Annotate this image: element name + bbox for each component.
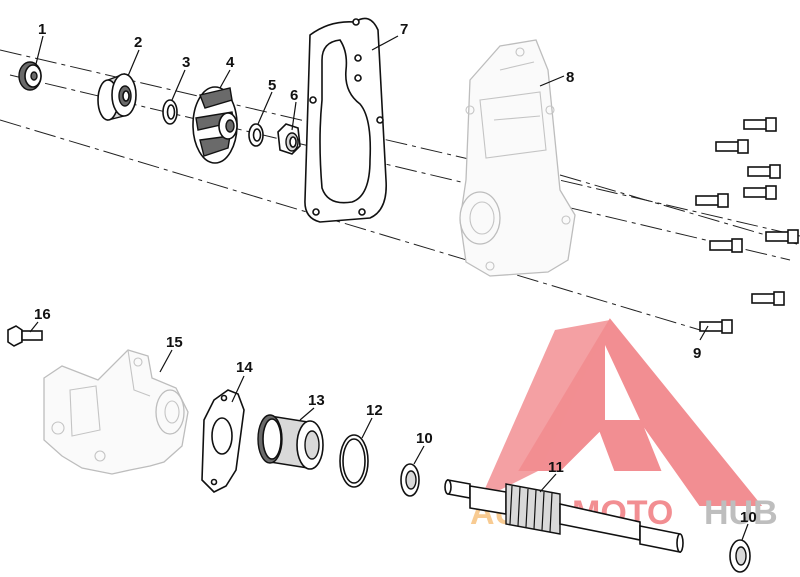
part-4-impeller [192, 86, 238, 164]
part-16-bolt [7, 325, 43, 347]
callout-14: 14 [236, 359, 253, 376]
callout-labels: 1 2 3 4 5 6 7 8 9 10 10 11 12 13 14 15 1… [34, 21, 757, 526]
callout-5: 5 [268, 77, 276, 94]
part-9-bolts [695, 117, 799, 334]
part-14-gasket [201, 389, 245, 493]
bolt [715, 139, 749, 154]
part-2-bearing [97, 72, 137, 121]
bolt [743, 185, 777, 200]
callout-12: 12 [366, 402, 383, 419]
part-12-o-ring [339, 434, 369, 488]
part-15-pump-body [43, 349, 189, 475]
callout-6: 6 [290, 87, 298, 104]
part-11-shaft [444, 479, 684, 553]
callout-10-a: 10 [416, 430, 433, 447]
part-3-washer [162, 99, 178, 125]
bolt [751, 291, 785, 306]
part-7-gasket [304, 17, 387, 223]
callout-9: 9 [693, 345, 701, 362]
callout-7: 7 [400, 21, 408, 38]
watermark-hub: HUB [704, 494, 778, 532]
bolt [709, 238, 743, 253]
callout-4: 4 [226, 54, 235, 71]
callout-2: 2 [134, 34, 142, 51]
callout-10-b: 10 [740, 509, 757, 526]
part-10-washer-a [400, 463, 420, 497]
callout-1: 1 [38, 21, 46, 38]
part-5-washer [248, 123, 264, 147]
callout-16: 16 [34, 306, 51, 323]
bolt [747, 164, 781, 179]
leader-lines [29, 35, 749, 541]
bolt [743, 117, 777, 132]
part-13-sleeve [257, 414, 324, 470]
part-6-nut [277, 123, 301, 155]
bolt [765, 229, 799, 244]
callout-8: 8 [566, 69, 574, 86]
callout-11: 11 [548, 459, 564, 476]
callout-15: 15 [166, 334, 183, 351]
bolt [695, 193, 729, 208]
callout-3: 3 [182, 54, 190, 71]
callout-13: 13 [308, 392, 325, 409]
bolt [699, 319, 733, 334]
part-8-pump-housing [459, 39, 576, 277]
part-1-seal [18, 61, 42, 91]
watermark-logo-mark [518, 318, 763, 506]
part-10-washer-b [729, 539, 751, 573]
